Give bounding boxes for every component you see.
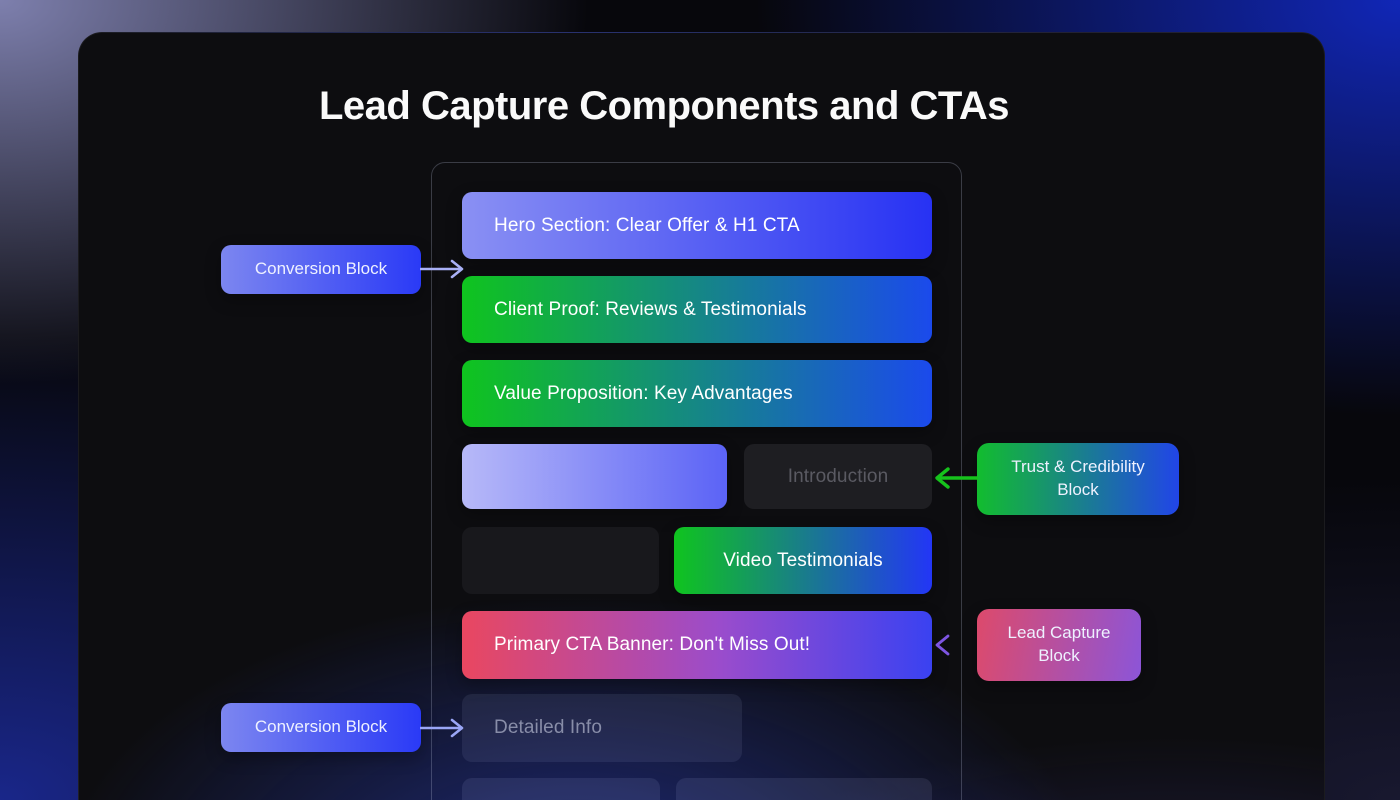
trust-credibility-callout-label: Trust & Credibility Block [1011, 457, 1145, 499]
lead-capture-callout-label: Lead Capture Block [1007, 623, 1111, 665]
conversion-block-callout-bottom: Conversion Block [221, 703, 421, 752]
introduction-label: Introduction [787, 465, 889, 487]
conversion-block-callout-top: Conversion Block [221, 245, 421, 294]
trust-credibility-callout: Trust & Credibility Block [977, 443, 1179, 515]
dark-placeholder-block [462, 527, 659, 594]
accent-placeholder-block [462, 444, 727, 509]
primary-cta-banner-block: Primary CTA Banner: Don't Miss Out! [462, 611, 932, 679]
arrow-left-icon [935, 634, 978, 656]
hero-section-block: Hero Section: Clear Offer & H1 CTA [462, 192, 932, 259]
video-testimonials-block: Video Testimonials [674, 527, 932, 594]
page-wireframe-panel [431, 162, 962, 800]
video-testimonials-label: Video Testimonials [723, 549, 883, 571]
client-proof-label: Client Proof: Reviews & Testimonials [494, 298, 807, 320]
primary-cta-banner-label: Primary CTA Banner: Don't Miss Out! [494, 634, 811, 655]
detailed-info-label: Detailed Info [494, 717, 602, 738]
conversion-block-callout-top-label: Conversion Block [254, 259, 388, 279]
value-proposition-block: Value Proposition: Key Advantages [462, 360, 932, 427]
introduction-block: Introduction [744, 444, 932, 509]
bottom-partial-block-right [676, 778, 932, 800]
arrow-right-icon [420, 718, 464, 738]
client-proof-block: Client Proof: Reviews & Testimonials [462, 276, 932, 343]
conversion-block-callout-bottom-label: Conversion Block [254, 717, 388, 737]
lead-capture-callout: Lead Capture Block [977, 609, 1141, 681]
bottom-partial-block-left [462, 778, 660, 800]
value-proposition-label: Value Proposition: Key Advantages [494, 382, 793, 404]
page-title: Lead Capture Components and CTAs [319, 84, 1009, 128]
hero-section-label: Hero Section: Clear Offer & H1 CTA [494, 214, 800, 236]
arrow-left-icon [935, 467, 978, 489]
detailed-info-block: Detailed Info [462, 694, 742, 762]
arrow-right-icon [420, 259, 464, 279]
